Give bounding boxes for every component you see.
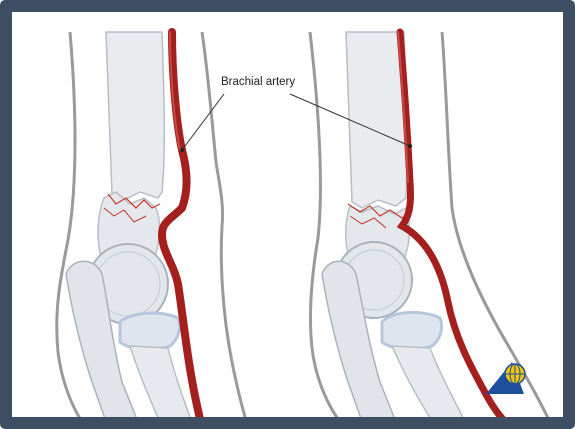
right-arm-outline-front (310, 32, 344, 427)
left-elbow-panel (57, 32, 248, 427)
right-elbow-panel (310, 32, 552, 427)
left-arm-outline-back (202, 32, 248, 427)
left-arm-outline-front (57, 32, 86, 427)
right-radius (392, 346, 468, 427)
right-arm-outline-back (442, 32, 552, 427)
left-radius (130, 346, 194, 427)
right-humerus-shaft (346, 32, 407, 208)
left-humerus-shaft (106, 32, 164, 200)
right-radial-head (382, 312, 442, 349)
anatomy-illustration: Brachial artery (12, 12, 575, 429)
triangle-globe-logo-icon (486, 362, 525, 394)
left-radial-head (120, 313, 180, 349)
brachial-artery-label: Brachial artery (221, 76, 295, 88)
leader-line-left (182, 94, 224, 150)
